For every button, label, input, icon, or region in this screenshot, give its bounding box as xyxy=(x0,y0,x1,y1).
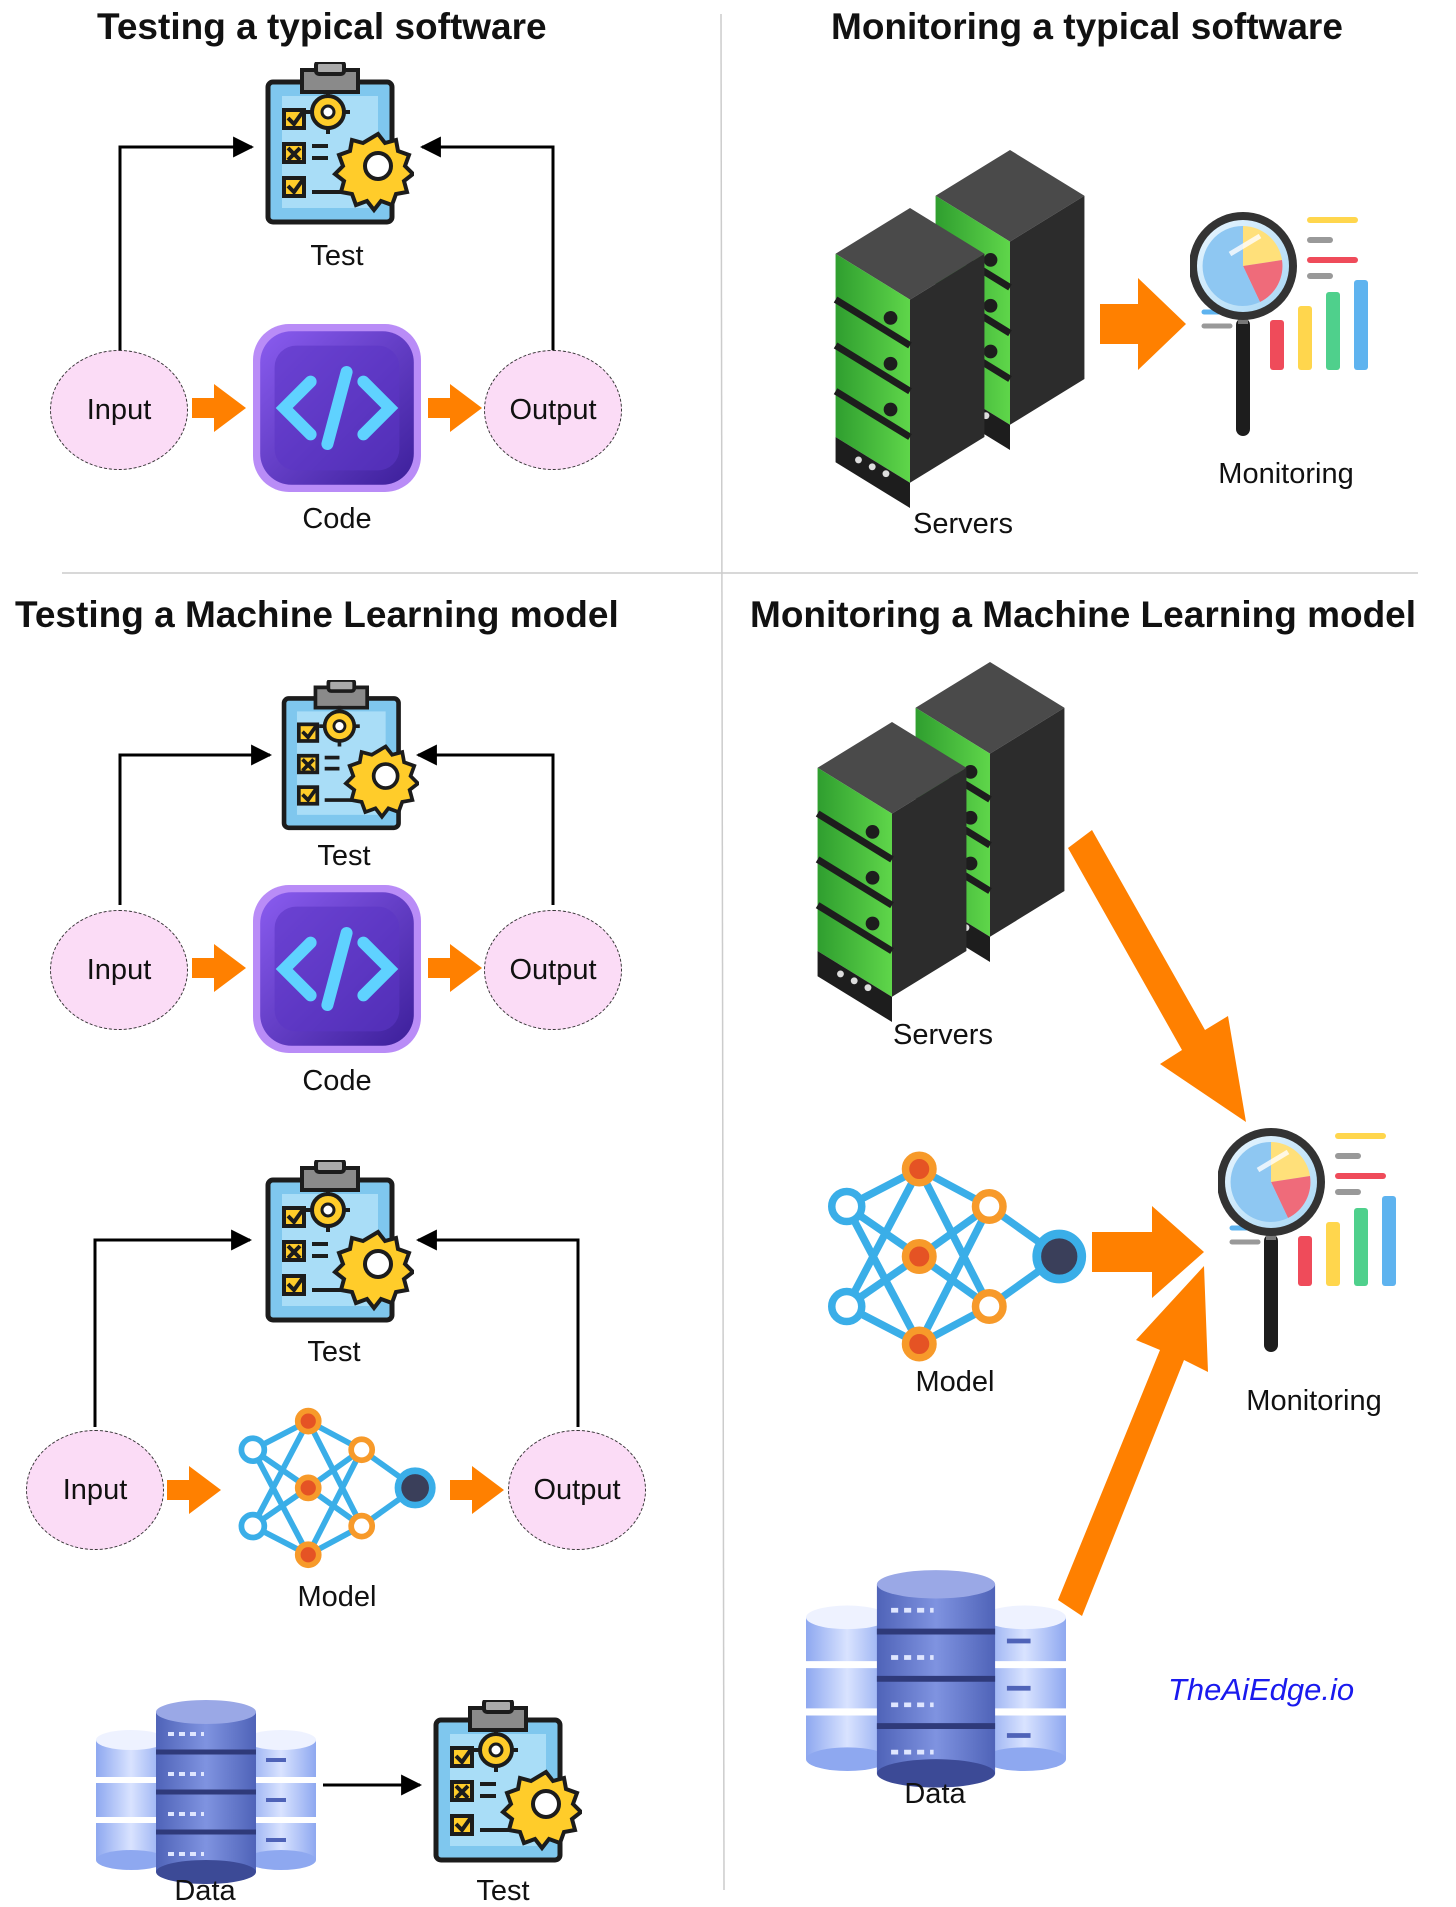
database-icon xyxy=(806,1570,1066,1790)
magnifier-chart-icon xyxy=(1190,210,1380,450)
ml-model-output-ellipse: Output xyxy=(508,1430,646,1550)
ml-monitoring-label: Monitoring xyxy=(1246,1385,1382,1417)
model-to-monitoring-arrow xyxy=(1092,1206,1204,1298)
servers-to-monitoring-arrow xyxy=(1100,278,1186,370)
ml-servers-label: Servers xyxy=(893,1019,993,1051)
input-to-code-arrow xyxy=(192,384,246,432)
model-output-to-test-connector xyxy=(415,1229,580,1427)
code-icon xyxy=(253,324,421,492)
clipboard-test-icon xyxy=(271,680,419,837)
code-label: Code xyxy=(302,503,372,535)
testing-ml-title: Testing a Machine Learning model xyxy=(15,594,619,635)
neural-network-icon xyxy=(229,1402,439,1570)
ml-code-input-ellipse: Input xyxy=(50,910,188,1030)
monitoring-software-title: Monitoring a typical software xyxy=(831,6,1343,47)
clipboard-test-icon xyxy=(254,1160,414,1330)
model-input-to-test-connector xyxy=(93,1229,253,1427)
code-icon xyxy=(253,885,421,1053)
ml-code-to-output-arrow xyxy=(428,944,482,992)
data-to-monitoring-arrow xyxy=(1058,1266,1208,1616)
input-to-test-connector xyxy=(118,136,255,350)
input-ellipse: Input xyxy=(50,350,188,470)
test-label: Test xyxy=(310,240,364,272)
magnifier-chart-icon xyxy=(1218,1126,1408,1366)
ml-monitor-model-label: Model xyxy=(915,1366,995,1398)
ml-input-to-test-connector xyxy=(118,744,273,905)
model-input-to-model-arrow xyxy=(167,1466,221,1514)
server-icon xyxy=(812,722,972,1022)
ml-model-label: Model xyxy=(297,1581,377,1613)
code-to-output-arrow xyxy=(428,384,482,432)
ml-servers-to-monitoring-arrow xyxy=(1068,830,1246,1122)
ml-data-label: Data xyxy=(174,1875,236,1907)
clipboard-test-icon xyxy=(422,1700,582,1870)
servers-label: Servers xyxy=(913,508,1013,540)
server-icon xyxy=(830,208,990,508)
ml-output-to-test-connector xyxy=(415,744,555,905)
brand-watermark: TheAiEdge.io xyxy=(1168,1672,1355,1707)
model-to-output-arrow xyxy=(450,1466,504,1514)
ml-code-output-ellipse: Output xyxy=(484,910,622,1030)
output-ellipse: Output xyxy=(484,350,622,470)
clipboard-test-icon xyxy=(254,62,414,232)
monitoring-ml-title: Monitoring a Machine Learning model xyxy=(750,594,1417,635)
monitoring-label: Monitoring xyxy=(1218,458,1354,490)
ml-code-label: Code xyxy=(302,1065,372,1097)
ml-input-to-code-arrow xyxy=(192,944,246,992)
ml-code-test-label: Test xyxy=(317,840,371,872)
neural-network-icon xyxy=(817,1144,1089,1364)
vertical-divider xyxy=(720,13,725,1891)
ml-monitor-data-label: Data xyxy=(904,1778,966,1810)
database-icon xyxy=(96,1700,316,1886)
testing-software-title: Testing a typical software xyxy=(97,6,547,47)
ml-model-test-label: Test xyxy=(307,1336,361,1368)
ml-data-test-label: Test xyxy=(476,1875,530,1907)
output-to-test-connector xyxy=(419,136,555,350)
ml-model-input-ellipse: Input xyxy=(26,1430,164,1550)
